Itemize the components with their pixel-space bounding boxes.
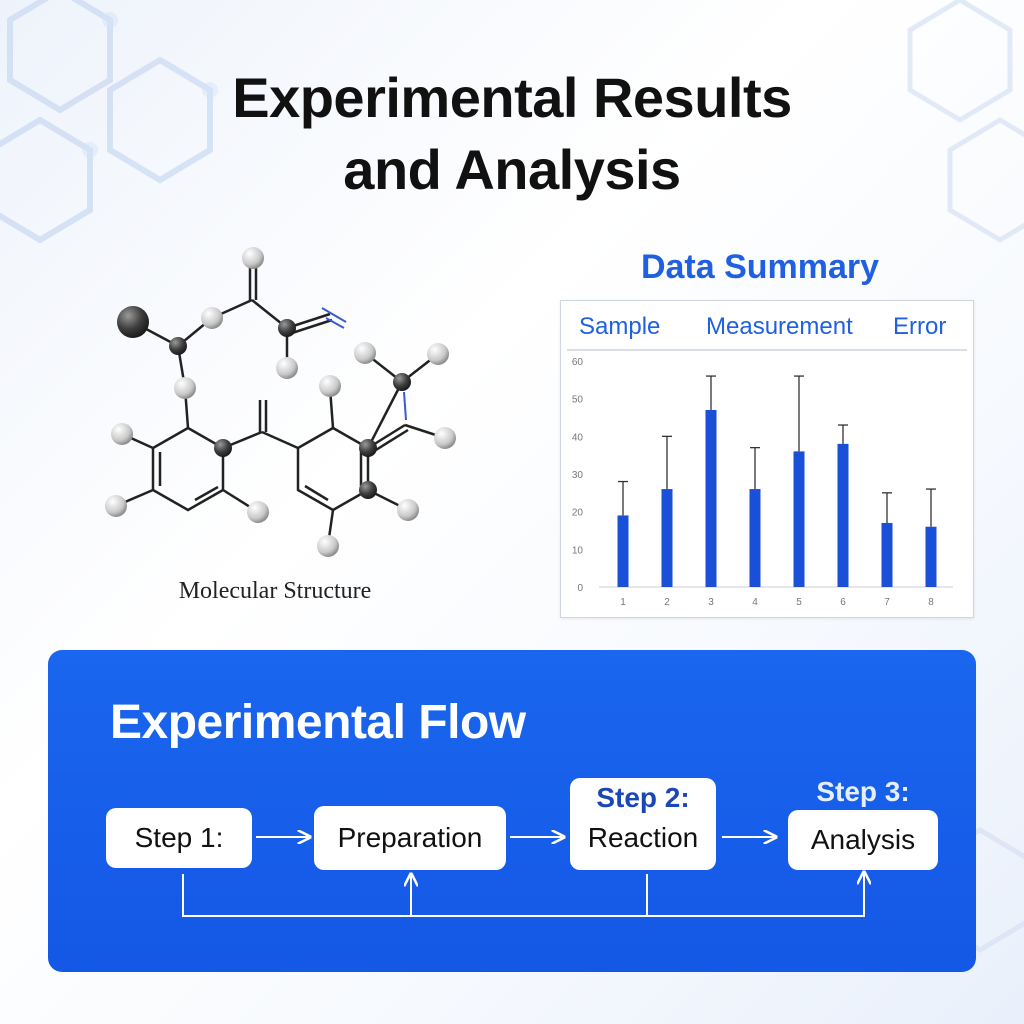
bar	[749, 489, 761, 587]
analysis-label: Analysis	[810, 824, 916, 855]
page-title: Experimental Results and Analysis	[0, 62, 1024, 206]
header-divider	[567, 349, 967, 351]
preparation-label: Preparation	[337, 822, 483, 853]
page-title-line-2: and Analysis	[343, 138, 681, 201]
y-tick-label: 10	[572, 545, 584, 556]
y-tick-label: 30	[572, 470, 584, 481]
x-tick-label: 5	[796, 597, 802, 608]
bar-chart: 0 10 20 30 40 50 60 1 2 3 4 5 6 7 8	[572, 357, 953, 608]
bar	[705, 409, 717, 587]
step-1-box[interactable]: Step 1:	[106, 808, 252, 868]
bar	[617, 515, 629, 587]
feedback-loop-line	[182, 872, 865, 917]
bar	[837, 443, 849, 587]
page-title-line-1: Experimental Results	[232, 66, 792, 129]
y-tick-label: 50	[572, 395, 584, 406]
column-headers: Sample Measurement Error	[561, 311, 973, 347]
y-tick-label: 20	[572, 508, 584, 519]
bar	[661, 489, 673, 587]
analysis-box[interactable]: Analysis	[788, 810, 938, 870]
bar	[793, 451, 805, 587]
data-summary-chart-card: Sample Measurement Error 0 10 20 30 40 50 60 1 2…	[560, 300, 974, 618]
molecular-structure-illustration	[105, 247, 456, 557]
preparation-box[interactable]: Preparation	[314, 806, 506, 870]
molecular-structure-caption: Molecular Structure	[178, 578, 372, 604]
bar	[881, 522, 893, 587]
step-1-label: Step 1:	[134, 822, 224, 853]
x-tick-label: 1	[620, 597, 626, 608]
column-header-sample: Sample	[579, 313, 661, 340]
x-tick-label: 4	[752, 597, 758, 608]
x-tick-label: 3	[708, 597, 714, 608]
y-tick-label: 0	[577, 583, 583, 594]
y-tick-label: 40	[572, 432, 584, 443]
column-header-error: Error	[893, 313, 947, 340]
x-tick-label: 7	[884, 597, 890, 608]
experimental-flow-title: Experimental Flow	[110, 696, 526, 749]
step-2-label: Step 2:	[596, 782, 690, 813]
bar	[925, 526, 937, 587]
flow-connectors	[182, 650, 976, 917]
y-tick-label: 60	[572, 357, 584, 368]
reaction-label: Reaction	[587, 822, 699, 853]
x-tick-label: 2	[664, 597, 670, 608]
data-summary-title: Data Summary	[640, 248, 880, 286]
reaction-box[interactable]: Step 2: Reaction	[570, 778, 716, 870]
experimental-flow-panel: Experimental Flow Step 1: Preparation St…	[48, 650, 976, 972]
x-tick-label: 6	[840, 597, 846, 608]
column-header-measurement: Measurement	[706, 313, 853, 340]
x-tick-label: 8	[928, 597, 934, 608]
step-3-label: Step 3:	[816, 776, 910, 807]
